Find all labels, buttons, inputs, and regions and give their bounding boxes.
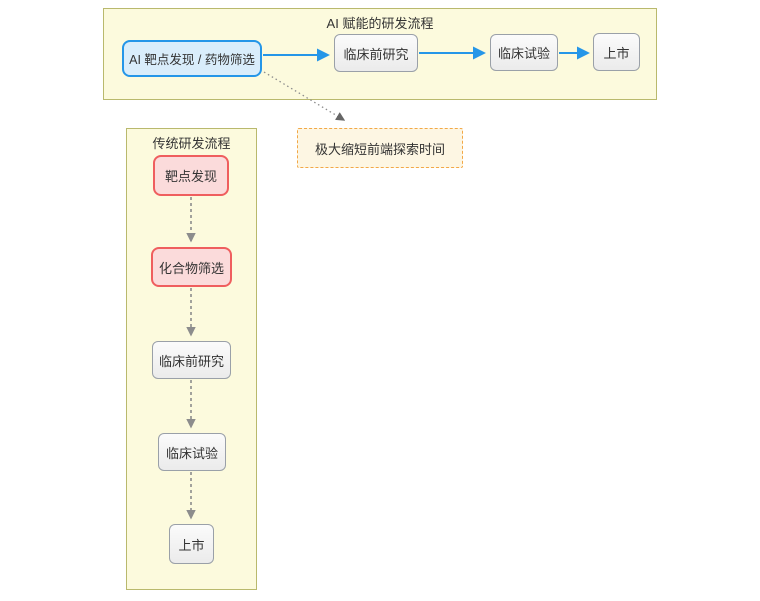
node-ai-market: 上市 — [593, 33, 640, 71]
node-trad-compound-screening: 化合物筛选 — [151, 247, 232, 287]
node-trad-clinical-trial: 临床试验 — [158, 433, 226, 471]
node-trad-market: 上市 — [169, 524, 214, 564]
node-ai-target-discovery: AI 靶点发现 / 药物筛选 — [122, 40, 262, 77]
node-trad-preclinical: 临床前研究 — [152, 341, 231, 379]
note-box: 极大缩短前端探索时间 — [297, 128, 463, 168]
traditional-flow-title: 传统研发流程 — [152, 136, 231, 151]
node-ai-preclinical: 临床前研究 — [334, 34, 418, 72]
node-trad-target-discovery: 靶点发现 — [153, 155, 229, 196]
ai-flow-title: AI 赋能的研发流程 — [326, 16, 434, 31]
node-ai-clinical-trial: 临床试验 — [490, 34, 558, 71]
